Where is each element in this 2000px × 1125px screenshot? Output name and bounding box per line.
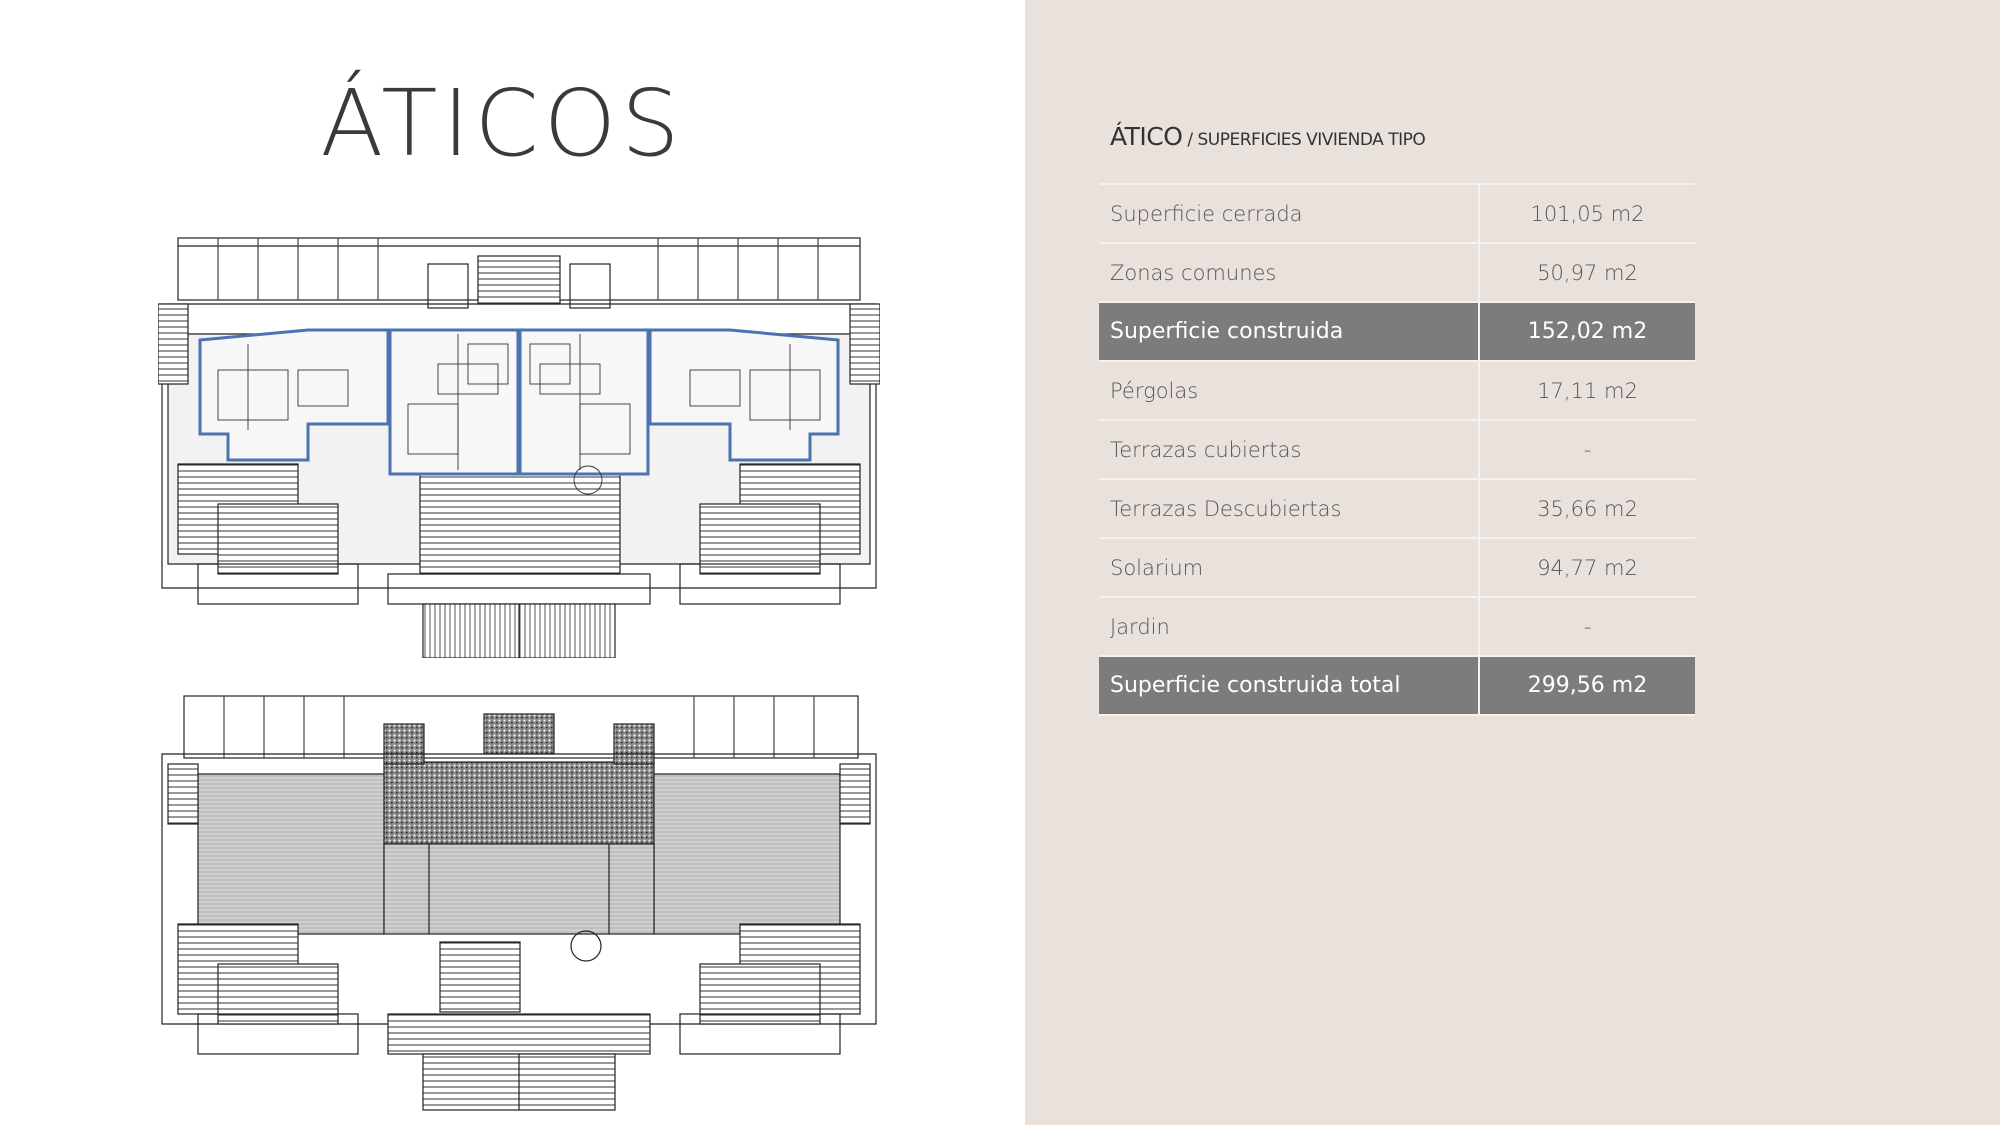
row-value: 94,77 m2 — [1479, 537, 1695, 598]
floor-plan-upper — [158, 237, 880, 658]
heading-main: ÁTICO — [1110, 122, 1183, 151]
table-row: Terrazas cubiertas- — [1099, 419, 1695, 480]
row-label: Terrazas cubiertas — [1099, 419, 1480, 480]
row-value: - — [1479, 596, 1695, 657]
row-value: 101,05 m2 — [1479, 183, 1695, 244]
row-label: Terrazas Descubiertas — [1099, 478, 1480, 539]
row-label: Superficie construida — [1099, 301, 1480, 362]
row-label: Jardin — [1099, 596, 1480, 657]
row-value: 152,02 m2 — [1479, 301, 1695, 362]
row-label: Pérgolas — [1099, 360, 1480, 421]
row-label: Superficie construida total — [1099, 655, 1480, 716]
row-value: 35,66 m2 — [1479, 478, 1695, 539]
row-value: 50,97 m2 — [1479, 242, 1695, 303]
row-value: 17,11 m2 — [1479, 360, 1695, 421]
row-value: 299,56 m2 — [1479, 655, 1695, 716]
row-value: - — [1479, 419, 1695, 480]
row-label: Zonas comunes — [1099, 242, 1480, 303]
table-heading: ÁTICO / SUPERFICIES VIVIENDA TIPO — [1110, 122, 1426, 151]
floor-plan-solarium — [161, 695, 877, 1111]
page-title: ÁTICOS — [320, 70, 685, 177]
table-row: Jardin- — [1099, 596, 1695, 657]
heading-rest: SUPERFICIES VIVIENDA TIPO — [1197, 130, 1426, 150]
heading-separator: / — [1182, 130, 1198, 150]
row-label: Superficie cerrada — [1099, 183, 1480, 244]
row-label: Solarium — [1099, 537, 1480, 598]
left-panel: ÁTICOS — [158, 70, 880, 1111]
